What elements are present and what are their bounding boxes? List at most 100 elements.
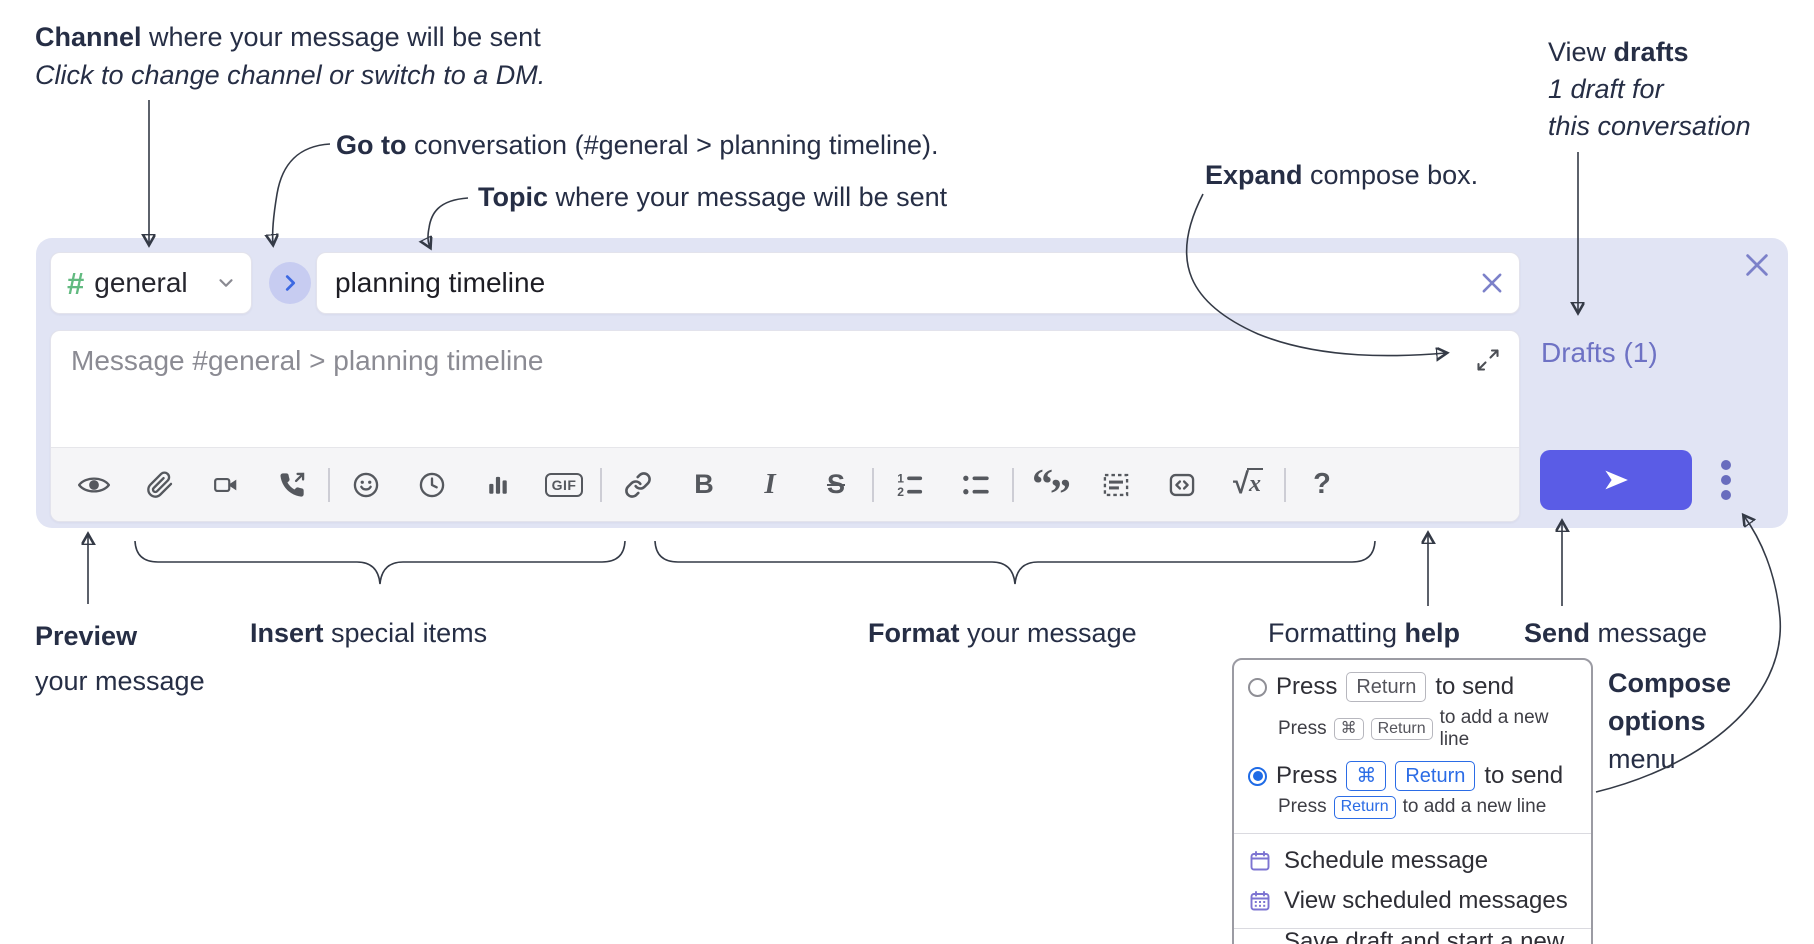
channel-annotation: Channel where your message will be sent … [35,22,546,90]
preview-button[interactable] [61,462,127,508]
channel-hash-icon: # [67,265,85,301]
menu-item-view-scheduled[interactable]: View scheduled messages [1248,881,1577,921]
attach-file-button[interactable] [127,462,193,508]
compose-options-button[interactable] [1704,454,1748,506]
channel-selector[interactable]: # general [50,252,252,314]
code-icon [1169,473,1195,496]
go-to-conversation-button[interactable] [269,262,311,304]
chevron-down-icon [219,279,233,287]
video-camera-icon [214,477,237,492]
go-to-annotation: Go to conversation (#general > planning … [336,130,939,160]
eye-icon [77,476,111,493]
toolbar-divider [872,467,874,502]
quote-icon: “” [1032,461,1071,518]
drafts-link[interactable]: Drafts (1) [1541,337,1658,368]
send-icon [1605,470,1628,490]
menu-item-save-draft[interactable]: Save draft and start a new message [1248,928,1577,944]
bar-chart-icon [489,476,507,494]
expand-annotation: Expand compose box. [1205,160,1479,190]
compose-box: # general [36,238,1788,528]
cmd-key: ⌘ [1346,761,1387,791]
gif-button[interactable]: GIF [531,462,597,508]
emoji-button[interactable] [333,462,399,508]
close-compose-button[interactable] [1738,246,1776,284]
math-button[interactable]: √x [1215,462,1281,508]
bold-button[interactable]: B [671,462,737,508]
bulleted-list-icon [963,475,989,494]
compose-options-menu: Press Return to send Press ⌘ Return to a… [1232,658,1593,944]
voice-call-button[interactable] [259,462,325,508]
send-annotation: Send message [1524,618,1708,648]
radio-unselected[interactable] [1248,677,1267,697]
bulleted-list-button[interactable] [943,462,1009,508]
spoiler-button[interactable] [1083,462,1149,508]
menu-item-schedule-message[interactable]: Schedule message [1248,841,1577,881]
channel-name: general [94,267,188,298]
insert-annotation: Insert special items [250,618,488,648]
numbered-list-icon: 1 2 [897,471,923,498]
svg-text:2: 2 [897,484,904,498]
mention-time-button[interactable] [399,462,465,508]
question-mark-icon: ? [1313,468,1331,500]
spoiler-icon [1103,473,1129,496]
message-input[interactable] [51,331,1519,449]
compose-toolbar: GIF B I S [51,447,1519,521]
view-drafts-annotation: View drafts 1 draft for this conversatio… [1548,37,1751,141]
preview-annotation: Preview your message [35,621,205,696]
formatting-help-button[interactable]: ? [1289,462,1355,508]
send-option-enter-subtext: Press ⌘ Return to add a new line [1278,707,1549,750]
quote-button[interactable]: “” [1017,461,1083,518]
strikethrough-icon: S [826,469,845,499]
poll-button[interactable] [465,462,531,508]
send-option-cmd-enter[interactable]: Press ⌘ Return to send [1248,761,1577,791]
chevron-right-icon [285,275,296,291]
link-button[interactable] [605,462,671,508]
calendar-icon [1250,850,1270,871]
phone-outgoing-icon [280,472,305,497]
close-icon [1482,273,1502,293]
formatting-help-annotation: Formatting help [1268,618,1461,648]
close-icon [1746,254,1768,276]
bold-icon: B [694,469,714,499]
radio-selected[interactable] [1248,766,1267,786]
video-call-button[interactable] [193,462,259,508]
link-icon [625,471,651,498]
gif-icon: GIF [544,472,584,497]
return-key: Return [1395,761,1476,791]
format-annotation: Format your message [868,618,1137,648]
math-icon: √x [1233,468,1263,500]
toolbar-divider [1012,467,1014,502]
strikethrough-button[interactable]: S [803,462,869,508]
smiley-icon [353,472,379,497]
italic-icon: I [764,468,776,500]
expand-icon [1477,349,1499,371]
topic-input[interactable] [316,252,1520,314]
toolbar-divider [600,467,602,502]
topic-field-wrap [316,252,1520,314]
message-compose-area: GIF B I S [50,330,1520,522]
return-key: Return [1346,672,1427,702]
paperclip-icon [147,470,173,498]
send-option-enter[interactable]: Press Return to send [1248,672,1577,702]
toolbar-divider [1284,467,1286,502]
svg-text:1: 1 [897,471,904,485]
toolbar-divider [328,467,330,502]
return-key: Return [1370,717,1433,741]
send-option-cmd-enter-subtext: Press Return to add a new line [1278,796,1547,819]
topic-clear-button[interactable] [1476,267,1508,299]
numbered-list-button[interactable]: 1 2 [877,462,943,508]
compose-options-annotation: Compose options menu [1608,668,1732,774]
clock-icon [419,472,445,497]
send-options-section: Press Return to send Press ⌘ Return to a… [1234,660,1591,833]
code-button[interactable] [1149,462,1215,508]
calendar-grid-icon [1250,890,1270,911]
draft-section: Save draft and start a new message [1234,927,1591,944]
expand-compose-button[interactable] [1471,343,1505,377]
topic-annotation: Topic where your message will be sent [478,182,948,212]
schedule-section: Schedule message View scheduled messages [1234,832,1591,928]
italic-button[interactable]: I [737,462,803,508]
ellipsis-icon [1721,460,1731,470]
return-key: Return [1333,796,1396,819]
send-button[interactable] [1540,450,1692,510]
